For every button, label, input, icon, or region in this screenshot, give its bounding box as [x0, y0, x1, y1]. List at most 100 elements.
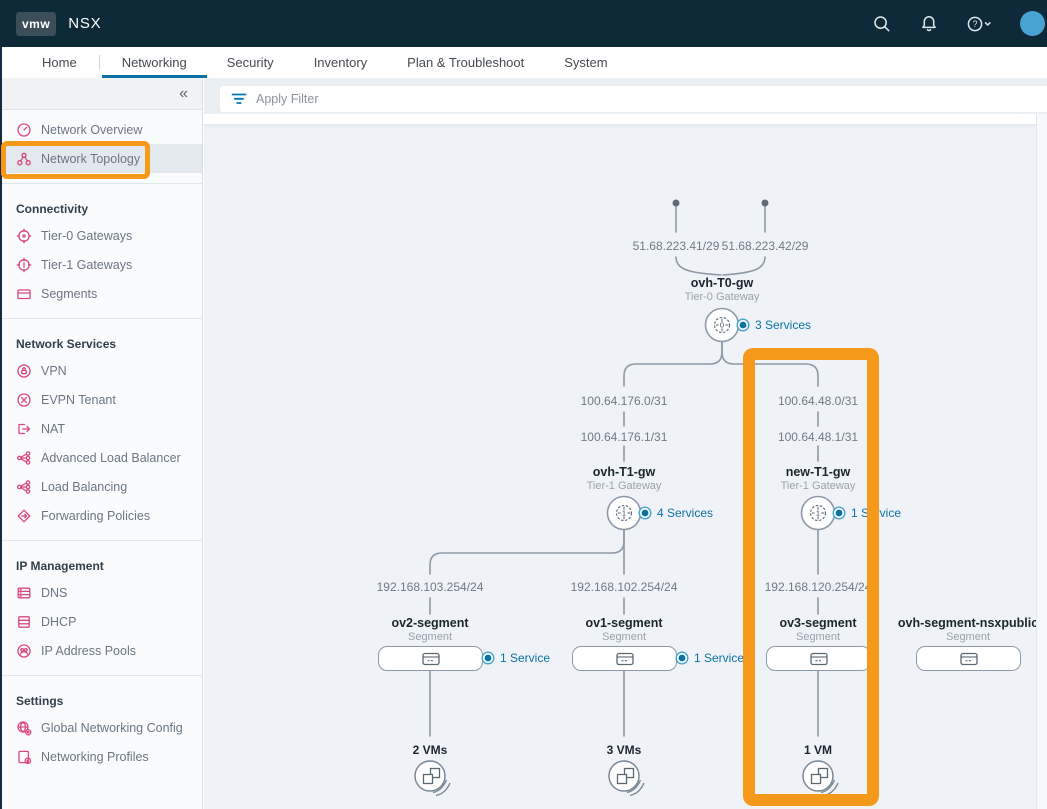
sidebar-item-ip-address-pools[interactable]: IP Address Pools [0, 636, 202, 665]
segment-node-ov2[interactable] [378, 646, 483, 671]
sidebar-group-connectivity: Connectivity Tier-0 Gateways Tier-1 Gate… [0, 184, 202, 319]
sidebar-item-global-networking-config[interactable]: Global Networking Config [0, 713, 202, 742]
product-name: NSX [68, 15, 102, 32]
sidebar-item-tier1-gateways[interactable]: Tier-1 Gateways [0, 250, 202, 279]
nat-icon [18, 423, 31, 434]
bell-icon[interactable] [919, 14, 939, 34]
vm-group-icon[interactable] [412, 758, 456, 802]
filter-icon [231, 93, 247, 104]
sidebar-item-label: NAT [41, 421, 66, 436]
tier0-gateway-type: Tier-0 Gateway [684, 291, 760, 303]
t1-uplink-ip-label: 100.64.176.0/31 [580, 394, 668, 408]
tier1-services-label: 4 Services [657, 506, 714, 520]
tier1-gateway-node-icon[interactable]: 1 [799, 494, 837, 532]
sidebar-item-forwarding-policies[interactable]: Forwarding Policies [0, 501, 202, 530]
apply-filter-input[interactable]: Apply Filter [220, 86, 1047, 112]
topology-canvas[interactable]: 51.68.223.41/29 51.68.223.42/29 ovh-T0-g… [204, 124, 1047, 809]
sidebar-item-label: Tier-0 Gateways [41, 228, 133, 243]
tier1-services-link[interactable]: 4 Services [638, 506, 713, 520]
tab-security[interactable]: Security [226, 55, 274, 70]
sidebar-item-network-topology[interactable]: Network Topology [0, 144, 202, 173]
ip-pools-icon [17, 643, 31, 658]
dns-icon [17, 587, 31, 598]
user-avatar[interactable] [1020, 11, 1045, 36]
segment-node-ov1[interactable] [572, 646, 677, 671]
segment-name: ovh-segment-nsxpublic [897, 616, 1039, 630]
sidebar-item-nat[interactable]: NAT [0, 414, 202, 443]
sidebar-item-label: Forwarding Policies [41, 508, 151, 523]
sidebar-item-label: Networking Profiles [41, 749, 149, 764]
tab-plan-troubleshoot[interactable]: Plan & Troubleshoot [407, 55, 525, 70]
t1-downlink-ip-label: 100.64.48.1/31 [777, 430, 859, 444]
segment-services-link[interactable]: 1 Service [481, 651, 550, 665]
segment-name: ov3-segment [779, 616, 857, 630]
forwarding-policies-icon [17, 509, 31, 522]
dhcp-icon [18, 615, 30, 628]
uplink-ip-label: 51.68.223.42/29 [721, 239, 809, 253]
vm-count-label: 2 VMs [412, 743, 448, 757]
tier0-services-link[interactable]: 3 Services [736, 318, 811, 332]
segment-gateway-ip: 192.168.103.254/24 [376, 580, 484, 594]
window-left-edge [0, 47, 2, 809]
segment-node-icon [959, 652, 978, 665]
segment-services-label: 1 Service [694, 651, 745, 665]
service-badge-icon [832, 506, 846, 520]
segment-gateway-ip: 192.168.120.254/24 [764, 580, 872, 594]
tab-system[interactable]: System [564, 55, 608, 70]
sidebar-item-evpn-tenant[interactable]: EVPN Tenant [0, 385, 202, 414]
sidebar-item-label: Advanced Load Balancer [41, 450, 181, 465]
sidebar-item-segments[interactable]: Segments [0, 279, 202, 308]
sidebar-item-tier0-gateways[interactable]: Tier-0 Gateways [0, 221, 202, 250]
sidebar-section-header: IP Management [16, 559, 104, 573]
sidebar-item-networking-profiles[interactable]: Networking Profiles [0, 742, 202, 771]
vm-count-label: 1 VM [803, 743, 833, 757]
tab-inventory[interactable]: Inventory [313, 55, 368, 70]
vertical-scrollbar[interactable] [1036, 114, 1047, 809]
sidebar-item-label: Network Topology [41, 151, 141, 166]
sidebar-header: « [0, 78, 202, 110]
segment-type: Segment [601, 631, 647, 643]
sidebar-item-label: Tier-1 Gateways [41, 257, 133, 272]
sidebar-item-load-balancing[interactable]: Load Balancing [0, 472, 202, 501]
sidebar-item-label: IP Address Pools [41, 643, 136, 658]
tier1-gateway-name: new-T1-gw [785, 465, 851, 479]
sidebar-item-label: Segments [41, 286, 98, 301]
vm-group-icon[interactable] [800, 758, 844, 802]
uplink-ip-label: 51.68.223.41/29 [632, 239, 720, 253]
profiles-icon [18, 750, 32, 764]
topbar-icons: ? [872, 11, 1045, 36]
collapse-sidebar-button[interactable]: « [179, 84, 188, 102]
sidebar-item-network-overview[interactable]: Network Overview [0, 115, 202, 144]
sidebar-item-vpn[interactable]: VPN [0, 356, 202, 385]
t1-downlink-ip-label: 100.64.176.1/31 [580, 430, 668, 444]
segment-node-icon [615, 652, 634, 665]
tab-networking[interactable]: Networking [101, 47, 207, 78]
svg-text:0: 0 [720, 321, 724, 330]
segment-node-nsxpublic[interactable] [916, 646, 1021, 671]
sidebar-item-dhcp[interactable]: DHCP [0, 607, 202, 636]
sidebar-item-dns[interactable]: DNS [0, 578, 202, 607]
sidebar-group-overview: Network Overview Network Topology [0, 110, 202, 184]
segment-services-link[interactable]: 1 Service [675, 651, 744, 665]
sidebar-item-label: Global Networking Config [41, 720, 183, 735]
sidebar-item-label: DNS [41, 585, 68, 600]
service-badge-icon [675, 651, 689, 665]
filter-bar: Apply Filter [204, 78, 1047, 114]
tier1-services-link[interactable]: 1 Service [832, 506, 901, 520]
search-icon[interactable] [872, 14, 892, 34]
segment-type: Segment [407, 631, 453, 643]
vm-group-icon[interactable] [606, 758, 650, 802]
sidebar-item-label: VPN [41, 363, 67, 378]
segment-name: ov1-segment [585, 616, 663, 630]
tier0-gateway-icon [16, 228, 32, 243]
sidebar-item-advanced-load-balancer[interactable]: Advanced Load Balancer [0, 443, 202, 472]
segment-node-ov3[interactable] [766, 646, 871, 671]
main-nav-tabs: Home Networking Security Inventory Plan … [0, 47, 1047, 78]
help-icon[interactable]: ? [966, 14, 993, 34]
tier0-gateway-name: ovh-T0-gw [690, 276, 754, 290]
tier0-gateway-node-icon[interactable]: 0 [703, 306, 741, 344]
networking-sidebar: « Network Overview Network Topology Conn… [0, 78, 203, 809]
topology-wires [429, 199, 819, 737]
service-badge-icon [481, 651, 495, 665]
tab-home[interactable]: Home [42, 55, 77, 70]
